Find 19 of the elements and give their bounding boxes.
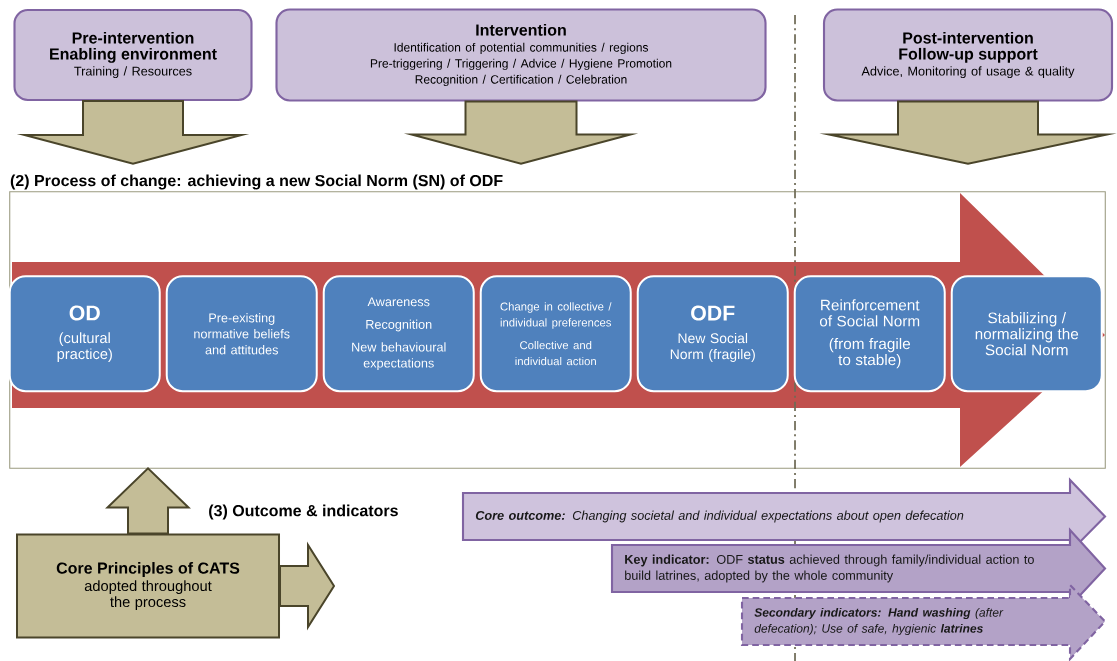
block-arrow (105, 466, 191, 535)
stage-box: Reinforcement of Social Norm (from fragile to stable) (793, 275, 946, 393)
outcome-banner: Secondary indicators: Hand washing (after defecation); Use of safe, hygienic latrines (740, 582, 1107, 661)
stage-box: Awareness Recognition New behavioural expectations (322, 275, 475, 393)
outcome-banner: Core outcome: Changing societal and individual expectations about open defecation (461, 477, 1107, 555)
stage-box: Pre-existing normative beliefs and attitudes (165, 275, 318, 393)
phase-box: Pre-intervention Enabling environment Training / Resources (13, 8, 253, 102)
block-arrow (279, 541, 336, 631)
section-heading: (3) Outcome & indicators (209, 504, 398, 520)
phase-box: Intervention Identification of potential communities / regions Pre-triggering / Triggering / Advice / Hygiene Promotion Recognition / Certification / Celebration (275, 8, 767, 102)
stage-box: Stabilizing / normalizing the Social Norm (950, 275, 1103, 393)
section-heading: (2) Process of change: achieving a new Social Norm (SN) of ODF (10, 174, 503, 190)
stage-box: Change in collective / individual preferences Collective and individual action (479, 275, 632, 393)
node-label: Secondary indicators: Hand washing (after defecation); Use of safe, hygienic latrines (754, 607, 1004, 636)
stage-box: OD (cultural practice) (8, 275, 161, 393)
block-arrow (16, 100, 250, 165)
phase-box: Post-intervention Follow-up support Advice, Monitoring of usage & quality (822, 8, 1114, 102)
stage-box: ODF New Social Norm (fragile) (636, 275, 789, 393)
principles-box: Core Principles of CATS adopted throughout the process (16, 533, 280, 639)
